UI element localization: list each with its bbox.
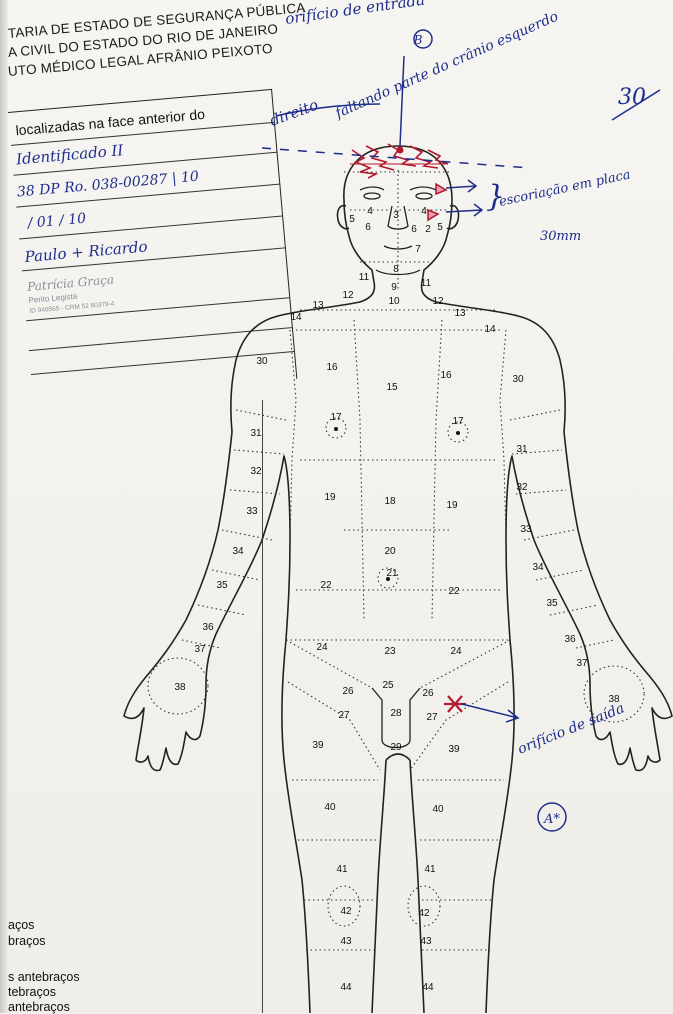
region-number: 32 [250,466,262,477]
region-number: 5 [349,214,355,225]
note-bruise-size: 30mm [540,229,581,244]
region-number: 5 [437,222,443,233]
region-number: 3 [393,210,399,221]
region-number: 11 [421,278,432,289]
region-number: 2 [425,224,431,235]
region-number: 26 [342,686,354,697]
region-number: 27 [426,712,438,723]
region-numbers: 4 4 3 5 5 6 6 2 7 8 9 10 11 11 12 12 13 … [174,206,620,993]
region-number: 38 [174,682,186,693]
region-number: 17 [330,412,342,423]
body-outline [124,146,672,1013]
region-number: 34 [232,546,244,557]
note-right-side: direito [267,96,320,130]
region-number: 31 [516,444,528,455]
region-number: 25 [382,680,394,691]
region-number: 16 [440,370,452,381]
region-number: 43 [420,936,432,947]
note-entry-wound: orifício de entrada [284,0,426,28]
region-number: 39 [312,740,324,751]
note-entry-marker: B [413,33,423,47]
region-number: 26 [422,688,434,699]
region-number: 34 [532,562,544,573]
region-number: 14 [290,312,302,323]
region-number: 40 [432,804,444,815]
region-number: 15 [386,382,398,393]
face-injury-marks [428,184,446,220]
region-number: 29 [390,742,402,753]
region-number: 31 [250,428,262,439]
region-number: 32 [516,482,528,493]
region-number: 9 [391,282,397,293]
region-number: 6 [411,224,417,235]
region-number: 35 [216,580,228,591]
region-number: 35 [546,598,558,609]
region-number: 30 [256,356,268,367]
region-number: 39 [448,744,460,755]
region-number: 37 [194,644,206,655]
region-number: 41 [424,864,436,875]
region-number: 10 [388,296,400,307]
region-number: 24 [316,642,328,653]
region-number: 33 [520,524,532,535]
region-number: 40 [324,802,336,813]
region-number: 11 [359,272,370,283]
region-number: 24 [450,646,462,657]
region-number: 21 [386,568,398,579]
region-number: 12 [342,290,354,301]
region-number: 41 [336,864,348,875]
region-number: 42 [418,908,430,919]
region-number: 23 [384,646,396,657]
region-number: 22 [320,580,332,591]
region-number: 19 [446,500,458,511]
region-number: 27 [338,710,350,721]
region-number: 33 [246,506,258,517]
region-number: 36 [564,634,576,645]
region-number: 14 [484,324,496,335]
region-number: 44 [340,982,352,993]
note-page-number: 30 [618,85,646,110]
region-number: 8 [393,264,399,275]
region-number: 20 [384,546,396,557]
region-number: 42 [340,906,352,917]
entry-wound-dot [397,147,404,154]
note-scalp: faltando parte do crânio esquerdo [332,9,561,122]
region-number: 18 [384,496,396,507]
region-number: 4 [367,206,373,217]
region-number: 6 [365,222,371,233]
note-exit-marker: A* [543,812,560,827]
region-number: 22 [448,586,460,597]
region-number: 17 [452,416,464,427]
region-number: 13 [454,308,466,319]
region-number: 19 [324,492,336,503]
note-bruise-label: escoriação em placa [498,167,632,210]
region-number: 4 [421,206,427,217]
region-number: 12 [432,296,444,307]
nipple-dots [334,427,460,581]
region-number: 30 [512,374,524,385]
region-number: 13 [312,300,324,311]
region-number: 37 [576,658,588,669]
note-exit-wound: orifício de saída [516,700,627,757]
region-number: 36 [202,622,214,633]
region-number: 7 [415,244,421,255]
region-number: 43 [340,936,352,947]
region-number: 28 [390,708,402,719]
region-number: 44 [422,982,434,993]
region-number: 16 [326,362,338,373]
